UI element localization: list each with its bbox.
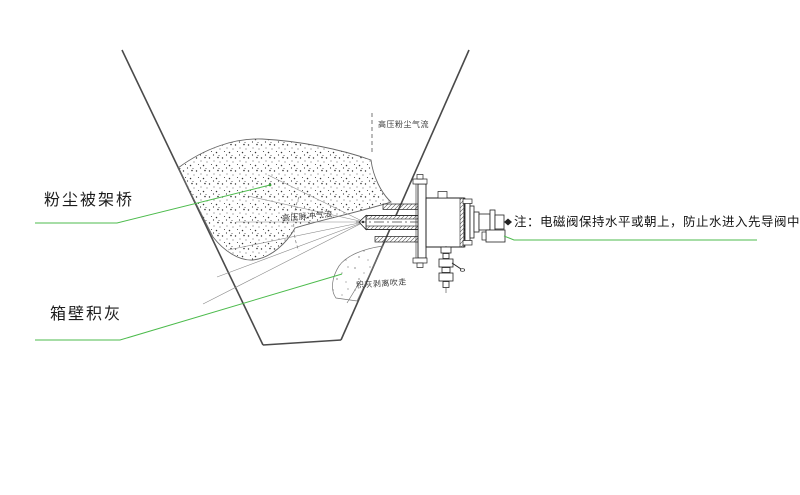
leader-lines <box>35 183 757 341</box>
stiffener-lower <box>374 236 419 243</box>
jet-rays <box>202 174 365 305</box>
valve-end-cap <box>504 218 512 226</box>
wall-ash-deposit <box>332 245 384 302</box>
label-dust-bridge: 粉尘被架桥 <box>44 190 135 209</box>
hopper-right-wall <box>340 49 470 341</box>
solenoid-coil <box>485 229 506 243</box>
leader-note <box>503 235 757 241</box>
blast-front-dashed-arc <box>293 196 300 252</box>
hopper-bottom-edge <box>262 339 342 346</box>
air-cannon-device <box>356 174 512 293</box>
drain-fitting <box>438 246 466 293</box>
leader-dust-bridge <box>35 184 271 224</box>
dust-mound <box>177 138 392 261</box>
label-install-note: 注：电磁阀保持水平或朝上，防止水进入先导阀中 <box>514 214 800 229</box>
label-top-airflow: 高压粉尘气流 <box>378 120 429 129</box>
stiffener-upper <box>382 203 419 210</box>
mounting-flange <box>412 174 428 268</box>
leader-dust-bridge-tip <box>268 183 272 187</box>
pilot-valve-assembly <box>462 198 512 246</box>
air-tank <box>425 191 466 248</box>
label-wall-ash: 箱壁积灰 <box>50 304 123 323</box>
ash-label-leader <box>346 279 362 304</box>
leader-wall-ash <box>35 273 343 341</box>
